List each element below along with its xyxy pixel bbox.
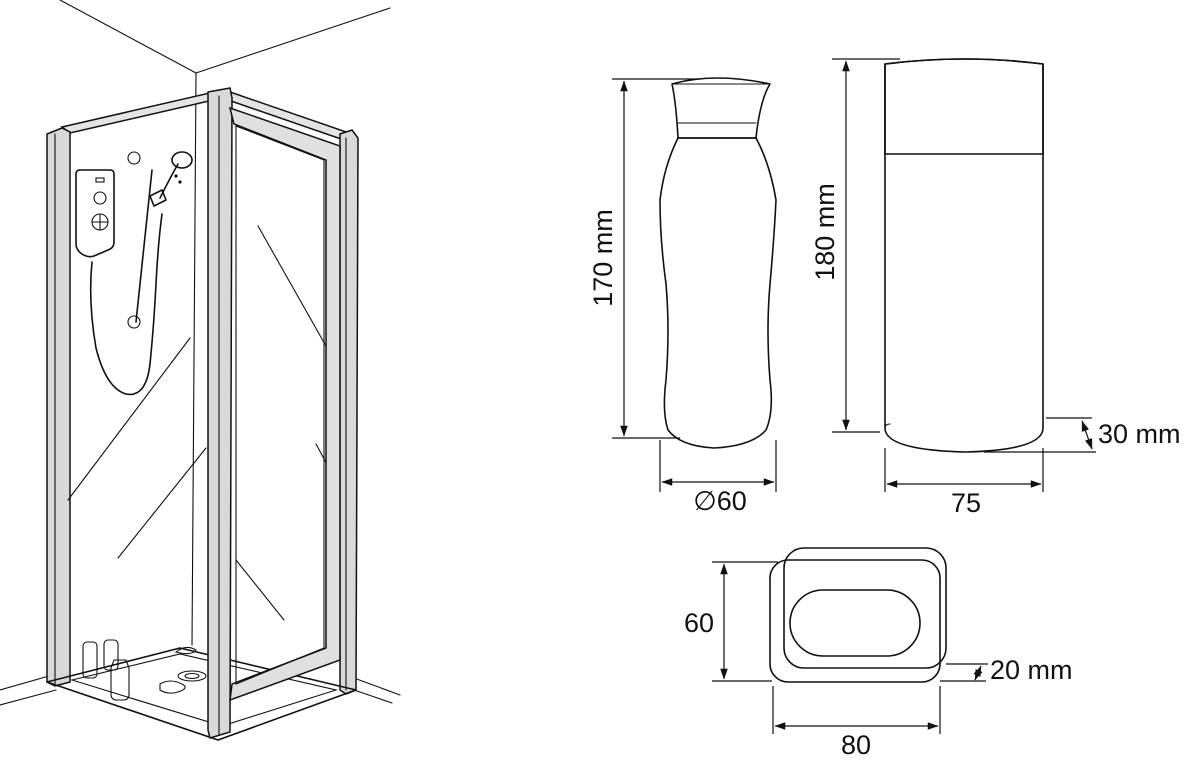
left-frame: [46, 127, 71, 687]
right-frame: [339, 129, 359, 695]
cylinder-depth-dimension: 30 mm: [984, 417, 1181, 453]
shower-tray: [46, 646, 357, 741]
soap-width-dimension: 80: [772, 686, 941, 760]
soap-depth-label: 20 mm: [990, 655, 1073, 685]
soap-depth-dimension: 20 mm: [940, 655, 1073, 685]
room-corner-lines: [0, 0, 401, 706]
cylinder-depth-label: 30 mm: [1098, 419, 1181, 449]
cylinder-height-dimension: 180 mm: [810, 58, 900, 433]
shower-enclosure-illustration: [0, 0, 401, 741]
cylinder-container-illustration: [884, 58, 1044, 453]
cylinder-width-dimension: 75: [884, 448, 1044, 518]
enclosure-top-rail: [60, 91, 354, 141]
bottle-illustration: [659, 77, 777, 449]
door-frame: [207, 87, 341, 739]
soap-width-label: 80: [841, 730, 871, 759]
cylinder-width-label: 75: [951, 488, 981, 518]
bottle-diameter-dimension: ∅60: [659, 440, 777, 516]
shower-riser-rail: [127, 151, 193, 329]
bottle-height-label: 170 mm: [588, 209, 618, 307]
soap-height-dimension: 60: [684, 561, 778, 682]
glass-reflections: [67, 225, 331, 621]
bottle-diameter-label: ∅60: [693, 486, 747, 516]
bottle-height-dimension: 170 mm: [588, 78, 700, 439]
soap-bar-illustration: [769, 547, 947, 683]
cylinder-height-label: 180 mm: [810, 183, 840, 281]
tray-bottles: [82, 639, 130, 701]
electric-shower-unit: [75, 169, 163, 396]
soap-height-label: 60: [684, 608, 714, 638]
